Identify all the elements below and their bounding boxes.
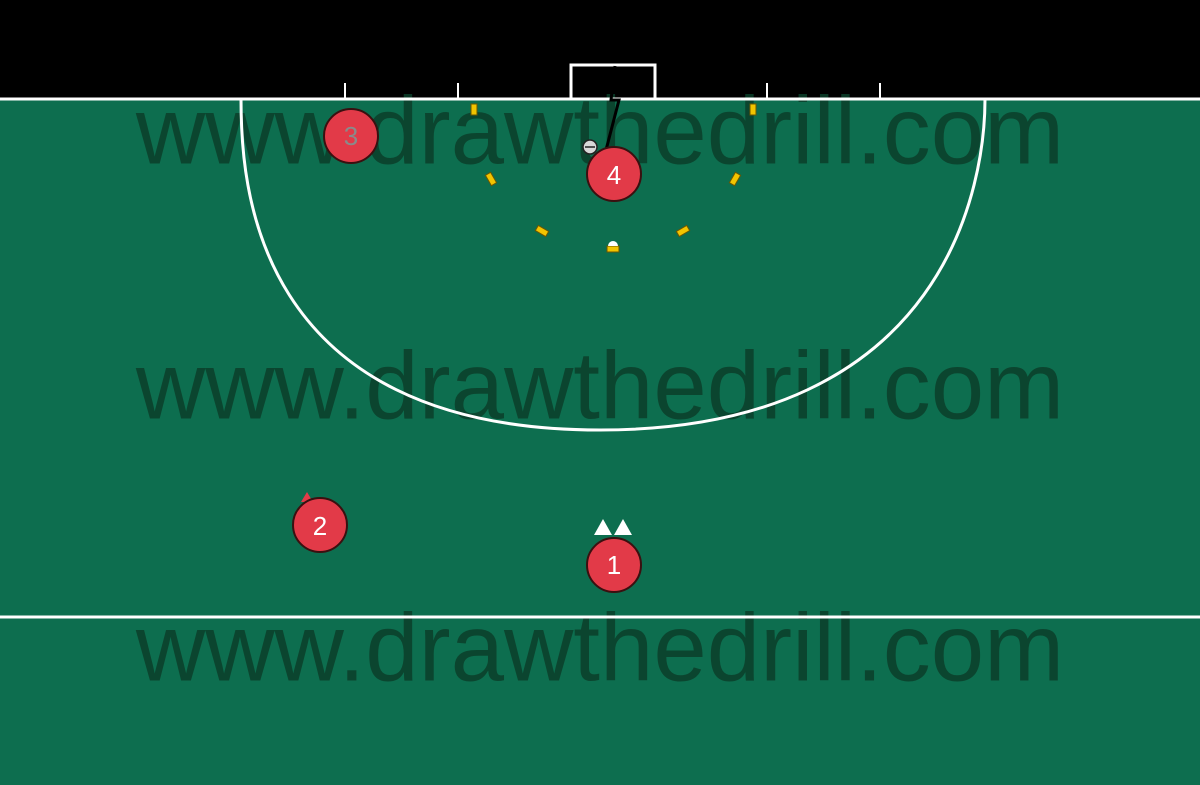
cone-group (470, 103, 757, 253)
cone-icon (470, 103, 478, 116)
marker-dome-icon (608, 241, 618, 246)
pitch-surface (0, 100, 1200, 785)
cone-icon (606, 245, 620, 253)
player-label: 2 (313, 511, 327, 541)
player-1[interactable]: 1 (586, 537, 642, 593)
out-of-bounds-area (0, 0, 1200, 100)
cone-icon (728, 171, 742, 187)
triangle-marker-icon (594, 519, 612, 535)
ball-icon (582, 139, 598, 155)
player-label: 1 (607, 550, 621, 580)
player-2[interactable]: 2 (292, 497, 348, 553)
watermark-text: www.drawthedrill.com (135, 332, 1064, 439)
back-line-marks (344, 83, 881, 99)
triangle-marker-icon (614, 519, 632, 535)
player-4[interactable]: 4 (586, 146, 642, 202)
cone-icon (749, 103, 757, 116)
shot-path (604, 65, 621, 151)
cone-icon (534, 224, 550, 238)
goal (569, 63, 657, 99)
cone-icon (484, 171, 498, 187)
cone-icon (675, 224, 691, 238)
player-label: 4 (607, 160, 621, 190)
player-label: 3 (344, 121, 358, 151)
shooting-circle (239, 98, 987, 432)
triangle-marker-group (594, 519, 632, 535)
player-3[interactable]: 3 (323, 108, 379, 164)
watermark-text: www.drawthedrill.com (135, 594, 1064, 701)
